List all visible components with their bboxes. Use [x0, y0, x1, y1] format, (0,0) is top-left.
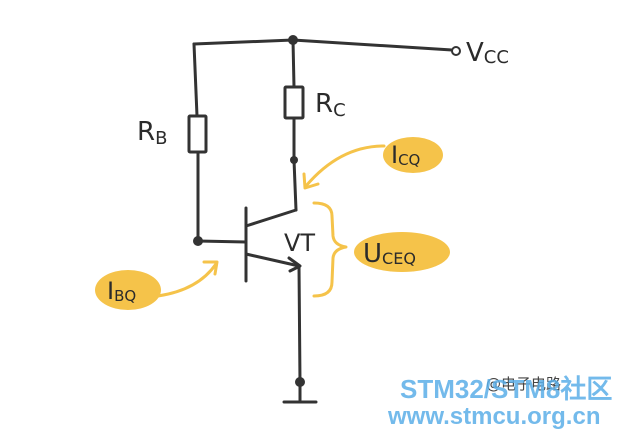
- icq-arrow: [304, 144, 386, 188]
- vcc-label: VCC: [466, 38, 509, 68]
- top-junction-dot: [288, 35, 298, 45]
- ibq-highlight: [95, 270, 161, 310]
- icq-highlight: [383, 137, 443, 173]
- emitter-arrow: [287, 256, 302, 273]
- ibq-label: IBQ: [107, 277, 136, 305]
- top-rail-wire: [192, 38, 454, 52]
- collector-leg: [244, 208, 298, 228]
- icq-arrowhead: [302, 172, 320, 190]
- site-name-watermark: STM32/STM8社区: [400, 374, 612, 404]
- emitter-wire: [297, 264, 302, 384]
- author-watermark: @电子电路: [486, 375, 561, 393]
- rc-resistor: [283, 85, 305, 120]
- annotation-arrows: [156, 144, 386, 298]
- emitter-junction-dot: [295, 377, 305, 387]
- rc-top-wire: [291, 38, 296, 89]
- collector-wire: [292, 158, 298, 212]
- rb-resistor: [187, 114, 208, 154]
- uceq-brace: [312, 201, 348, 298]
- uceq-label: UCEQ: [363, 239, 416, 269]
- rc-label: RC: [315, 89, 346, 121]
- uceq-highlight: [354, 232, 450, 272]
- rb-top-wire: [192, 42, 199, 118]
- transistor-symbol: [244, 206, 302, 283]
- collector-junction-dot: [290, 156, 298, 164]
- ibq-arrow: [156, 262, 218, 298]
- ibq-arrowhead: [202, 260, 219, 276]
- base-wire: [196, 239, 248, 244]
- emitter-leg: [244, 252, 301, 268]
- rb-label: RB: [137, 117, 167, 149]
- icq-label: ICQ: [391, 141, 420, 169]
- base-junction-dot: [193, 236, 203, 246]
- site-url-watermark: www.stmcu.org.cn: [387, 403, 600, 430]
- transistor-label: VT: [284, 229, 315, 257]
- vcc-terminal: [451, 46, 461, 56]
